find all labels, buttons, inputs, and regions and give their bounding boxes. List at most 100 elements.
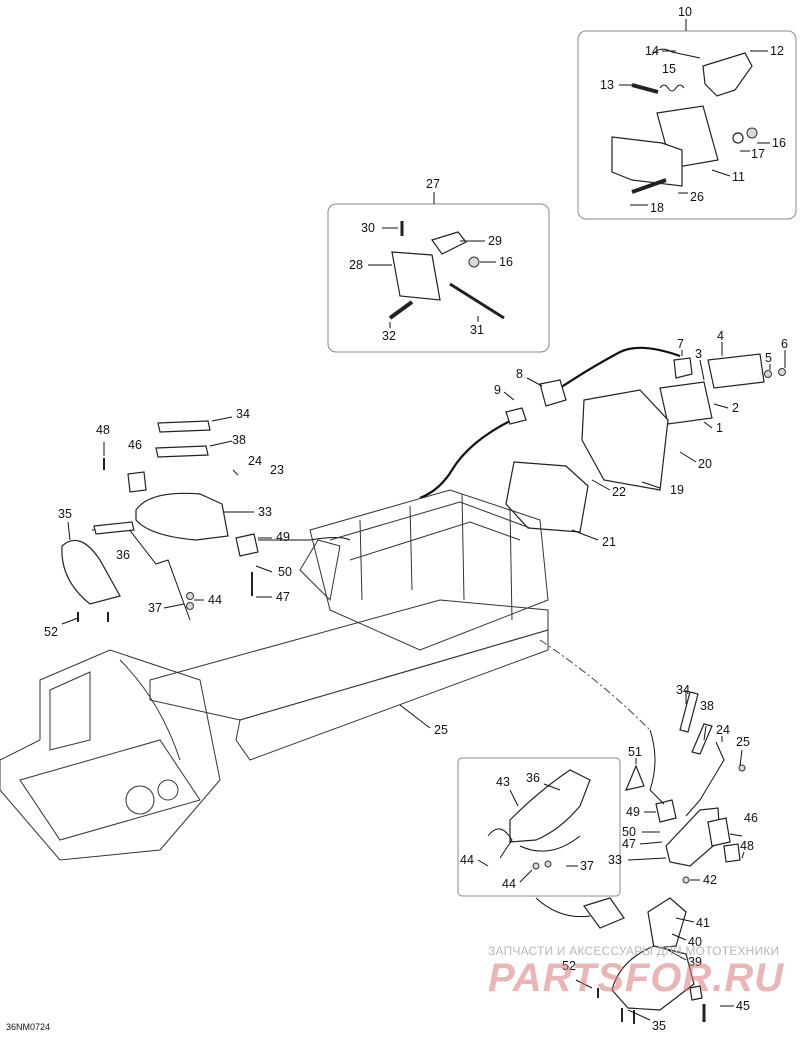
callout-31: 31: [470, 323, 484, 337]
cover-21: [505, 461, 589, 533]
callout-44-inset-b: 44: [502, 877, 516, 891]
callout-10: 10: [678, 5, 692, 19]
callout-27: 27: [426, 177, 440, 191]
taillight-group: [419, 342, 786, 541]
harness-right: [649, 729, 665, 805]
front-section: [0, 649, 221, 861]
wire-bottom: [535, 897, 591, 918]
wires-43: [487, 828, 513, 859]
callout-9: 9: [494, 383, 501, 397]
hitch-pad-26: [611, 136, 683, 187]
callout-15: 15: [662, 62, 676, 76]
inset-box-27: [327, 203, 550, 353]
callout-47: 47: [276, 590, 290, 604]
nut-16: [746, 127, 758, 139]
connector-bottom: [583, 897, 625, 929]
housing-1: [659, 381, 713, 425]
steering-bar: [119, 659, 181, 761]
callout-25: 25: [434, 723, 448, 737]
screw-6: [778, 368, 786, 376]
callout-28: 28: [349, 258, 363, 272]
rack-side: [299, 539, 341, 602]
callout-45: 45: [736, 999, 750, 1013]
callout-7: 7: [677, 337, 684, 351]
callout-22: 22: [612, 485, 626, 499]
callout-48-right: 48: [740, 839, 754, 853]
callout-50: 50: [278, 565, 292, 579]
callout-18: 18: [650, 201, 664, 215]
clip-45: [689, 985, 703, 1001]
screw-25b: [738, 764, 746, 772]
callout-39: 39: [688, 955, 702, 969]
callout-17: 17: [751, 147, 765, 161]
handle-group-right: [625, 690, 746, 867]
screw-5: [764, 370, 772, 378]
callout-5: 5: [765, 351, 772, 365]
callout-46: 46: [128, 438, 142, 452]
callout-25-right: 25: [736, 735, 750, 749]
harness-wire: [419, 417, 517, 500]
socket-7: [673, 357, 693, 379]
taillight-wire: [559, 346, 681, 389]
bolt-31: [449, 282, 505, 320]
handle-36b: [509, 769, 591, 843]
reflector-19: [581, 389, 669, 491]
nut-16b: [468, 256, 480, 268]
assembly-10-hitch: [577, 19, 797, 220]
callout-47-right: 47: [622, 837, 636, 851]
callout-42: 42: [703, 873, 717, 887]
pin-13: [631, 83, 659, 94]
callout-43: 43: [496, 775, 510, 789]
callout-34: 34: [236, 407, 250, 421]
handle-group-left: [61, 416, 351, 625]
callout-24-right: 24: [716, 723, 730, 737]
nut-44a: [186, 592, 194, 600]
callout-37: 37: [148, 601, 162, 615]
callout-13: 13: [600, 78, 614, 92]
callout-40: 40: [688, 935, 702, 949]
callout-19: 19: [670, 483, 684, 497]
callout-50-right: 50: [622, 825, 636, 839]
grip-38: [155, 445, 209, 458]
watermark-logo: PARTSFOR.RU: [488, 956, 785, 1000]
callout-32: 32: [382, 329, 396, 343]
callout-38-right: 38: [700, 699, 714, 713]
grip-36: [93, 521, 135, 535]
bolt-32: [388, 300, 414, 320]
callout-12: 12: [770, 44, 784, 58]
grip-38b: [691, 723, 713, 755]
callout-6: 6: [781, 337, 788, 351]
handle-33: [135, 492, 229, 541]
nut-44c: [532, 862, 540, 870]
callout-38: 38: [232, 433, 246, 447]
callout-23: 23: [270, 463, 284, 477]
callout-labels: 10 14 12 15 13 16 17 11 26 18 27 30 29 2…: [44, 5, 788, 1033]
callout-21: 21: [602, 535, 616, 549]
callout-8: 8: [516, 367, 523, 381]
callout-35: 35: [58, 507, 72, 521]
spring-15: [659, 84, 685, 92]
callout-49: 49: [276, 530, 290, 544]
connector-small: [505, 407, 527, 425]
callout-20: 20: [698, 457, 712, 471]
callout-37-inset: 37: [580, 859, 594, 873]
cargo-rack: [309, 489, 549, 651]
callout-44: 44: [208, 593, 222, 607]
cap-51: [625, 764, 645, 791]
inset-box-10: [577, 30, 797, 220]
callout-16-bracket: 16: [499, 255, 513, 269]
tunnel-side: [235, 629, 549, 761]
callout-33: 33: [258, 505, 272, 519]
connector-8: [539, 379, 567, 407]
callout-49-right: 49: [626, 805, 640, 819]
callout-33-right: 33: [608, 853, 622, 867]
callout-26: 26: [690, 190, 704, 204]
callout-3: 3: [695, 347, 702, 361]
callout-48: 48: [96, 423, 110, 437]
callout-52: 52: [44, 625, 58, 639]
callout-51: 51: [628, 745, 642, 759]
callout-36: 36: [116, 548, 130, 562]
rod-37b: [519, 835, 581, 852]
chassis-frame: [0, 489, 651, 861]
